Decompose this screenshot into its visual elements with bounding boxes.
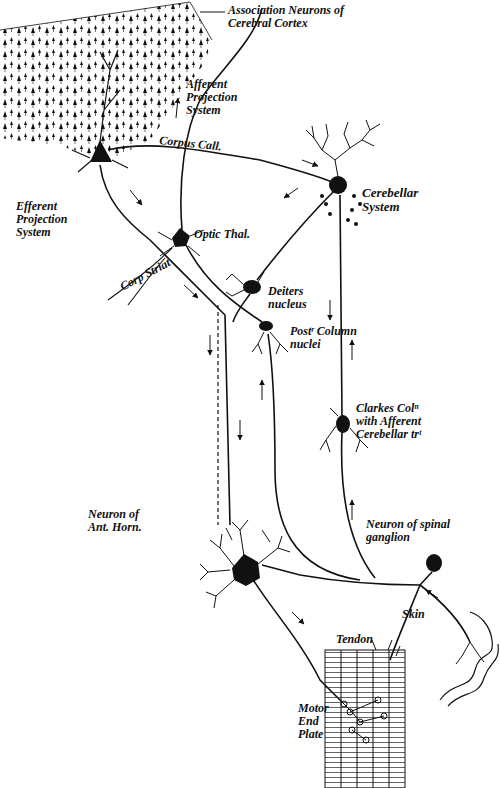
nucleus-cell	[259, 321, 273, 331]
muscle-fibres	[341, 650, 389, 788]
dendrite	[200, 520, 290, 608]
muscle	[325, 650, 405, 788]
part-label: Corpus Call.	[159, 134, 240, 155]
granule	[320, 194, 324, 198]
fibre	[342, 432, 375, 578]
leader-line	[200, 12, 225, 13]
thalamic-cell	[172, 228, 190, 247]
posterior-column-fibre	[268, 334, 360, 580]
purkinje-cell	[329, 176, 347, 194]
granule	[346, 218, 350, 222]
nerve-fibres	[100, 8, 470, 702]
granule-cells	[320, 194, 362, 226]
arrow	[176, 98, 178, 118]
granule	[358, 202, 362, 206]
efferent-fibre	[100, 165, 230, 525]
arrow	[330, 300, 331, 320]
granule	[352, 194, 356, 198]
cortex-edge	[0, 2, 212, 40]
part-label: Skin	[402, 608, 425, 621]
tendon-endings	[372, 640, 400, 656]
part-label: Neuron of Ant. Horn.	[88, 508, 152, 534]
posterior-root	[262, 565, 432, 585]
part-label: Association Neurons of Cerebral Cortex	[228, 4, 353, 30]
pyramidal-cell	[90, 140, 112, 162]
motor-end-plates	[341, 697, 387, 743]
part-label: Efferent Projection System	[16, 200, 82, 239]
part-label: Optic Thal.	[194, 228, 274, 241]
part-label: Tendon	[336, 633, 373, 646]
direction-arrows	[130, 98, 438, 624]
dendrite	[72, 50, 128, 172]
arrow	[426, 590, 438, 598]
part-label: Clarkes Colⁿ with Afferent Cerebellar tr…	[356, 402, 438, 441]
arrow	[210, 335, 211, 355]
arrow	[240, 420, 241, 440]
arrow	[352, 340, 353, 360]
part-label: Motor End Plate	[298, 702, 344, 741]
granule	[324, 202, 328, 206]
dendrite-tree	[306, 120, 380, 177]
part-label: Corp Striat	[118, 256, 173, 293]
afferent-fibre	[181, 8, 262, 230]
anterior-horn-cell	[232, 554, 260, 586]
granule	[328, 212, 332, 216]
arrow	[292, 612, 304, 624]
terminal-arbor	[252, 332, 288, 354]
part-label: Neuron of spinal ganglion	[366, 518, 454, 544]
striatal-fibre	[108, 248, 172, 305]
arrow	[262, 380, 263, 400]
sensory-fibre	[420, 585, 470, 642]
nerve-endings	[456, 642, 484, 664]
fibre	[257, 190, 335, 280]
nerve-twigs	[342, 700, 384, 740]
arrow	[352, 500, 353, 520]
arrow	[302, 160, 318, 166]
sensory-fibre	[390, 585, 420, 660]
cerebellar-tract	[340, 195, 342, 416]
arrow	[184, 285, 198, 298]
fibre	[186, 245, 262, 322]
part-label: Afferent Projection System	[186, 78, 252, 117]
part-label: Postʳ Column nuclei	[290, 325, 370, 351]
arrow	[130, 190, 142, 205]
fibre	[233, 294, 250, 322]
part-label: Cerebellar System	[362, 186, 428, 214]
arrow	[284, 188, 298, 198]
dotted-fibre	[217, 305, 218, 525]
skin-papillae	[440, 612, 498, 706]
part-label: Deiters nucleus	[268, 285, 320, 311]
ganglion-cell	[426, 554, 442, 572]
clarke-cell	[336, 415, 350, 433]
granule	[354, 222, 358, 226]
granule	[350, 208, 354, 212]
dendrite	[226, 272, 264, 296]
